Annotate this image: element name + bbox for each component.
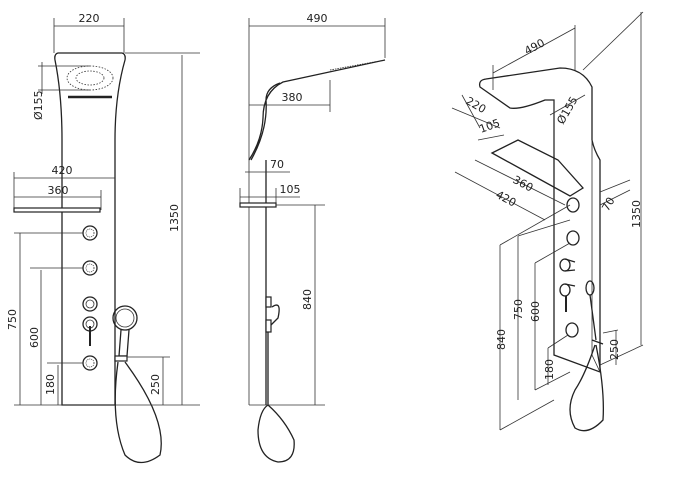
shelf bbox=[13, 207, 101, 213]
iso-dim-shelf-height: 840 bbox=[495, 329, 508, 350]
diverter-icon bbox=[82, 296, 98, 312]
body-jet-icon bbox=[82, 225, 98, 241]
dim-shelf-inner: 360 bbox=[48, 184, 69, 197]
side-profile bbox=[248, 59, 386, 405]
iso-dim-jet-middle: 600 bbox=[529, 301, 542, 322]
iso-panel bbox=[478, 67, 601, 373]
iso-dim-jet-upper: 750 bbox=[512, 299, 525, 320]
dim-jet-upper: 750 bbox=[6, 309, 19, 330]
iso-dim-shelf-depth: 105 bbox=[478, 116, 502, 135]
body-jet-icon bbox=[565, 322, 579, 338]
dim-jet-lower: 180 bbox=[44, 374, 57, 395]
iso-dim-jet-lower: 180 bbox=[543, 359, 556, 380]
hand-shower-icon bbox=[257, 296, 295, 463]
dim-arm-reach: 380 bbox=[282, 91, 303, 104]
diverter-icon bbox=[559, 258, 576, 272]
body-jet-icon bbox=[82, 355, 98, 371]
mixer-icon bbox=[82, 316, 98, 346]
dim-depth-total: 490 bbox=[307, 12, 328, 25]
dim-shelf-height: 840 bbox=[301, 289, 314, 310]
body-jet-icon bbox=[566, 197, 580, 213]
iso-dim-width-top: 220 bbox=[464, 94, 489, 116]
dim-shelf-depth: 105 bbox=[280, 183, 301, 196]
panel-outline bbox=[54, 52, 126, 406]
hand-shower-icon bbox=[112, 305, 162, 464]
iso-dim-depth-total: 490 bbox=[522, 36, 547, 57]
iso-shelf bbox=[490, 139, 585, 197]
hand-shower-icon bbox=[569, 280, 604, 432]
dim-height-total: 1350 bbox=[168, 204, 181, 232]
shelf bbox=[239, 202, 277, 208]
isometric-view: 490 220 Ø155 105 360 420 70 1350 840 bbox=[451, 11, 644, 432]
iso-dim-hand-holder: 250 bbox=[608, 339, 621, 360]
iso-dim-shelf-outer: 420 bbox=[494, 188, 519, 209]
iso-dim-height-total: 1350 bbox=[630, 200, 643, 228]
rain-head-icon bbox=[66, 65, 114, 91]
dim-width-top: 220 bbox=[79, 12, 100, 25]
dim-jet-middle: 600 bbox=[28, 327, 41, 348]
dim-shelf-outer: 420 bbox=[52, 164, 73, 177]
dim-hand-holder: 250 bbox=[149, 374, 162, 395]
body-jet-icon bbox=[82, 260, 98, 276]
iso-dim-shelf-inner: 360 bbox=[511, 173, 536, 194]
dim-shelf-offset: 70 bbox=[270, 158, 284, 171]
front-view: 220 Ø155 1350 420 360 750 600 bbox=[6, 12, 200, 464]
iso-dim-shelf-offset: 70 bbox=[599, 195, 617, 214]
side-view: 490 380 70 105 840 bbox=[239, 12, 386, 463]
mixer-icon bbox=[559, 283, 576, 312]
dim-head-diameter: Ø155 bbox=[32, 90, 45, 120]
body-jet-icon bbox=[566, 230, 580, 246]
